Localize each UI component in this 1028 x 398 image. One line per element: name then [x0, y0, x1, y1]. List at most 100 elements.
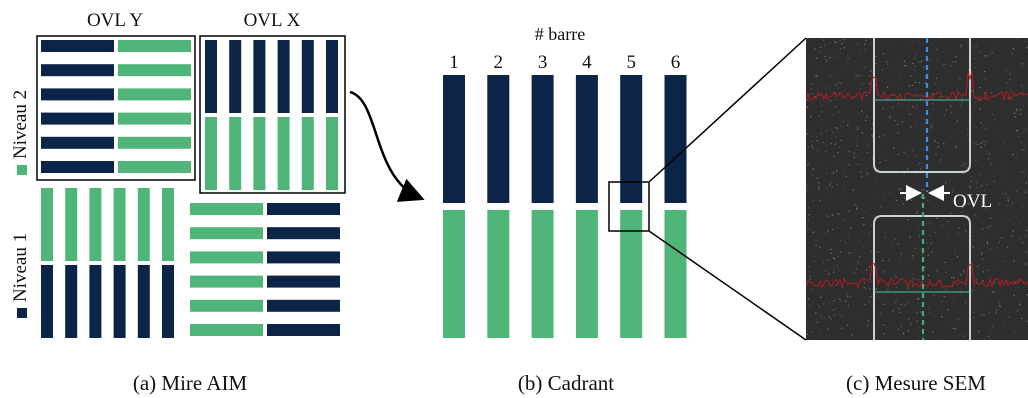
- sem-noise-dot: [875, 288, 878, 290]
- sem-noise-dot: [990, 88, 992, 91]
- sem-noise-dot: [943, 142, 945, 145]
- sem-noise-dot: [975, 278, 977, 280]
- sem-noise-dot: [1014, 282, 1016, 284]
- sem-noise-dot: [919, 41, 921, 43]
- sem-noise-dot: [812, 148, 814, 150]
- sem-noise-dot: [864, 43, 866, 45]
- sem-noise-dot: [837, 255, 839, 258]
- level1-green-vbar: [89, 188, 102, 261]
- sem-noise-dot: [885, 61, 887, 63]
- sem-noise-dot: [950, 65, 952, 67]
- sem-noise-dot: [886, 86, 889, 88]
- sem-noise-dot: [812, 168, 814, 170]
- sem-noise-dot: [913, 69, 915, 71]
- sem-noise-dot: [820, 46, 822, 48]
- sem-noise-dot: [993, 282, 995, 284]
- ovl-label: OVL: [953, 191, 992, 212]
- sem-noise-dot: [1009, 73, 1011, 75]
- sem-noise-dot: [833, 314, 835, 316]
- sem-noise-dot: [1019, 301, 1021, 303]
- sem-noise-dot: [936, 271, 938, 273]
- sem-noise-dot: [1002, 180, 1004, 182]
- sem-noise-dot: [832, 228, 834, 230]
- sem-noise-dot: [819, 200, 821, 202]
- sem-noise-dot: [907, 288, 909, 290]
- ovl-x-navy-bar: [301, 40, 314, 113]
- sem-noise-dot: [941, 225, 943, 227]
- sem-noise-dot: [982, 280, 984, 282]
- caption-c: (c) Mesure SEM: [846, 371, 986, 395]
- sem-noise-dot: [848, 233, 850, 236]
- sem-noise-dot: [831, 171, 833, 173]
- sem-noise-dot: [910, 199, 912, 201]
- sem-noise-dot: [907, 219, 909, 221]
- sem-noise-dot: [825, 232, 827, 234]
- sem-noise-dot: [1001, 237, 1003, 239]
- panel-c: OVL (c) Mesure SEM: [806, 38, 1028, 395]
- sem-noise-dot: [993, 55, 995, 57]
- sem-noise-dot: [1024, 191, 1026, 193]
- ovl-x-green-bar: [253, 117, 266, 190]
- sem-noise-dot: [907, 301, 909, 303]
- sem-noise-dot: [895, 199, 898, 201]
- ovl-x-green-bar: [229, 117, 242, 190]
- sem-noise-dot: [1015, 108, 1017, 110]
- sem-noise-dot: [924, 75, 926, 77]
- sem-noise-dot: [985, 128, 987, 130]
- sem-noise-dot: [921, 148, 923, 150]
- sem-noise-dot: [837, 111, 839, 113]
- sem-noise-dot: [895, 299, 897, 301]
- sem-noise-dot: [919, 61, 921, 63]
- sem-noise-dot: [854, 73, 857, 75]
- sem-noise-dot: [978, 330, 980, 332]
- level1-swatch: [17, 308, 27, 318]
- sem-noise-dot: [830, 318, 832, 320]
- sem-noise-dot: [1024, 172, 1026, 174]
- sem-noise-dot: [1016, 109, 1018, 111]
- sem-noise-dot: [936, 48, 938, 51]
- sem-noise-dot: [897, 103, 899, 105]
- sem-noise-dot: [948, 70, 950, 72]
- sem-noise-dot: [817, 149, 819, 151]
- sem-noise-dot: [889, 117, 891, 119]
- sem-noise-dot: [932, 331, 934, 333]
- sem-noise-dot: [827, 230, 829, 232]
- ovl-y-navy-bar: [41, 40, 114, 52]
- sem-noise-dot: [960, 46, 962, 48]
- sem-noise-dot: [893, 210, 895, 212]
- sem-noise-dot: [839, 146, 841, 148]
- sem-noise-dot: [811, 289, 813, 291]
- sem-noise-dot: [964, 269, 966, 271]
- sem-noise-dot: [908, 318, 910, 320]
- sem-noise-dot: [824, 270, 826, 272]
- sem-noise-dot: [952, 327, 954, 330]
- level1-green-hbar: [190, 324, 263, 336]
- sem-noise-dot: [898, 75, 900, 77]
- sem-noise-dot: [891, 321, 893, 323]
- sem-noise-dot: [907, 330, 909, 332]
- sem-noise-dot: [847, 124, 849, 126]
- sem-noise-dot: [1025, 229, 1027, 231]
- sem-noise-dot: [1016, 38, 1019, 40]
- bar-number-label: 1: [449, 52, 459, 73]
- sem-noise-dot: [824, 55, 826, 57]
- sem-noise-dot: [1006, 205, 1008, 207]
- sem-noise-dot: [820, 133, 822, 135]
- sem-noise-dot: [918, 298, 920, 300]
- sem-noise-dot: [893, 71, 895, 73]
- sem-noise-dot: [835, 141, 838, 143]
- bar-axis-title: # barre: [535, 24, 585, 44]
- sem-noise-dot: [909, 84, 911, 87]
- sem-noise-dot: [900, 253, 902, 255]
- sem-noise-dot: [825, 130, 827, 132]
- sem-noise-dot: [866, 116, 868, 118]
- sem-noise-dot: [834, 258, 836, 260]
- sem-noise-dot: [860, 164, 862, 166]
- sem-noise-dot: [871, 100, 873, 102]
- sem-noise-dot: [975, 181, 977, 183]
- sem-noise-dot: [928, 311, 930, 313]
- sem-noise-dot: [914, 248, 916, 250]
- sem-noise-dot: [812, 140, 814, 143]
- sem-noise-dot: [923, 66, 925, 68]
- sem-noise-dot: [843, 121, 845, 123]
